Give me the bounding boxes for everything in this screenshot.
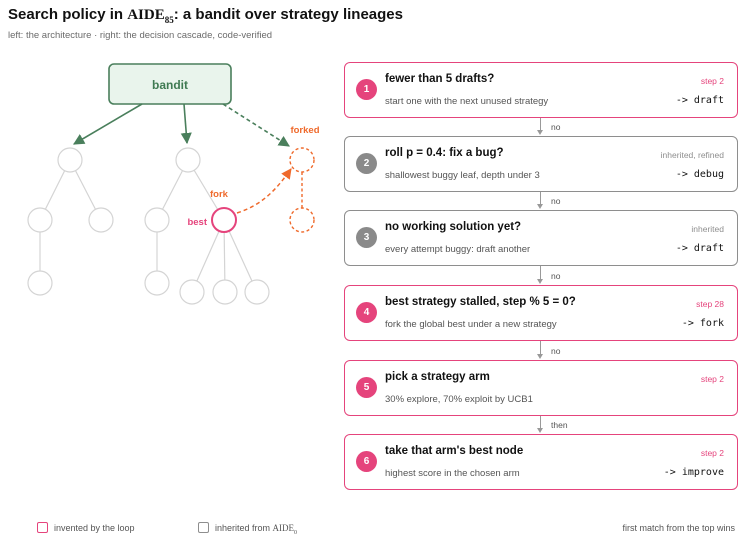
bandit-node	[108, 63, 232, 105]
title-system-name: AIDE	[127, 7, 165, 23]
connector-arrow	[537, 118, 544, 136]
step-description: fork the global best under a new strateg…	[385, 319, 557, 330]
step-description: 30% explore, 70% exploit by UCB1	[385, 394, 533, 405]
tree-node	[27, 207, 53, 233]
step-description: shallowest buggy leaf, depth under 3	[385, 170, 540, 181]
step-number-badge: 1	[356, 79, 377, 100]
connector-arrow	[537, 341, 544, 360]
edge	[223, 219, 258, 293]
step-action: -> fork	[681, 318, 724, 329]
legend-inherited-sub: 0	[294, 529, 298, 536]
step-action: -> draft	[675, 243, 724, 254]
title-prefix: Search policy in	[8, 6, 128, 23]
step-action: -> debug	[675, 169, 724, 180]
connector-label: no	[551, 196, 561, 206]
page-subtitle: left: the architecture · right: the deci…	[8, 30, 273, 41]
cascade-step-2: 2 roll p = 0.4: fix a bug? shallowest bu…	[344, 136, 738, 192]
tree-node	[244, 279, 270, 305]
step-tag: step 2	[700, 76, 724, 86]
forked-label: forked	[290, 125, 319, 136]
cascade-step-6: 6 take that arm's best node highest scor…	[344, 434, 738, 490]
bandit-arrow-left	[73, 103, 143, 145]
step-number-badge: 5	[356, 377, 377, 398]
connector-arrow	[537, 266, 544, 285]
step-action: -> draft	[675, 95, 724, 106]
tree-nodes	[27, 147, 270, 305]
step-title: best strategy stalled, step % 5 = 0?	[385, 296, 576, 308]
tree-node	[88, 207, 114, 233]
step-title: roll p = 0.4: fix a bug?	[385, 147, 504, 159]
fork-arrow	[236, 168, 292, 214]
tree-node	[179, 279, 205, 305]
step-tag: step 2	[700, 448, 724, 458]
step-tag: inherited, refined	[660, 150, 724, 160]
step-tag: step 2	[700, 374, 724, 384]
bandit-label: bandit	[152, 78, 188, 92]
connector-arrow	[537, 416, 544, 434]
page-title: Search policy in AIDE85: a bandit over s…	[8, 6, 403, 25]
tree-node	[212, 279, 238, 305]
tree-node	[144, 270, 170, 296]
step-number-badge: 2	[356, 153, 377, 174]
step-number-badge: 4	[356, 302, 377, 323]
step-title: no working solution yet?	[385, 221, 522, 233]
tree-node	[175, 147, 201, 173]
tree-node	[57, 147, 83, 173]
step-number-badge: 6	[356, 451, 377, 472]
cascade-step-3: 3 no working solution yet? every attempt…	[344, 210, 738, 266]
step-title: take that arm's best node	[385, 445, 524, 457]
connector-label: then	[551, 420, 568, 430]
connector-label: no	[551, 271, 561, 281]
best-label: best	[187, 217, 207, 228]
step-tag: inherited	[691, 224, 724, 234]
fork-label: fork	[210, 189, 229, 200]
title-suffix: : a bandit over strategy lineages	[173, 6, 403, 23]
bandit-arrow-middle	[180, 103, 192, 145]
title-system: AIDE85	[127, 7, 174, 25]
footnote: first match from the top wins	[622, 523, 735, 533]
cascade-step-1: 1 fewer than 5 drafts? start one with th…	[344, 62, 738, 118]
forked-child-node	[289, 207, 315, 233]
title-system-sub: 85	[164, 15, 174, 25]
legend-inherited-system: AIDE	[272, 523, 295, 533]
architecture-diagram: bandit forked fork best	[27, 63, 320, 305]
best-node	[211, 207, 237, 233]
forked-node	[289, 147, 315, 173]
legend-swatch-inherited	[198, 522, 209, 533]
legend-inherited-prefix: inherited from	[215, 523, 273, 533]
step-number-badge: 3	[356, 227, 377, 248]
step-title: pick a strategy arm	[385, 371, 490, 383]
step-description: highest score in the chosen arm	[385, 468, 520, 479]
cascade-step-4: 4 best strategy stalled, step % 5 = 0? f…	[344, 285, 738, 341]
bandit-arrow-forked	[222, 103, 290, 147]
step-description: every attempt buggy: draft another	[385, 244, 531, 255]
legend-invented: invented by the loop	[54, 523, 135, 533]
legend-inherited: inherited from AIDE0	[215, 523, 297, 536]
step-title: fewer than 5 drafts?	[385, 73, 495, 85]
connector-label: no	[551, 346, 561, 356]
tree-node	[144, 207, 170, 233]
edge	[191, 219, 225, 293]
step-description: start one with the next unused strategy	[385, 96, 549, 107]
tree-node	[27, 270, 53, 296]
connector-label: no	[551, 122, 561, 132]
connector-arrow	[537, 192, 544, 210]
cascade-step-5: 5 pick a strategy arm 30% explore, 70% e…	[344, 360, 738, 416]
step-tag: step 28	[696, 299, 724, 309]
step-action: -> improve	[663, 467, 724, 478]
legend-swatch-invented	[37, 522, 48, 533]
